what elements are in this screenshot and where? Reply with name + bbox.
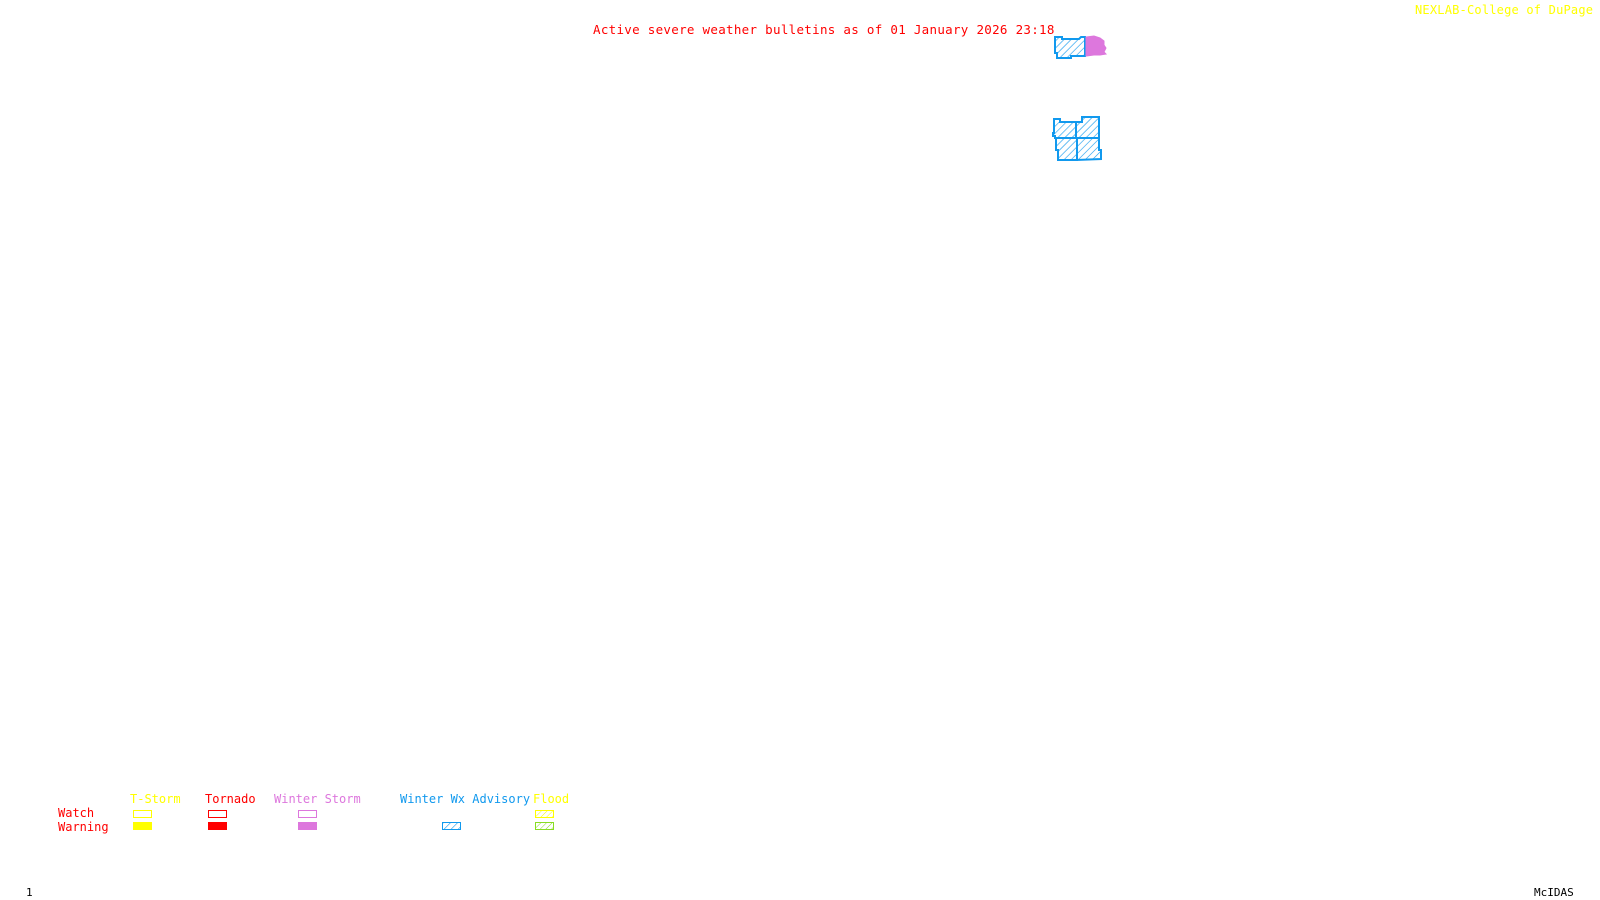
legend	[133, 810, 554, 830]
winter-wx-advisory-warning-swatch	[442, 822, 461, 830]
software-label: McIDAS	[1534, 886, 1574, 899]
winter-storm-warning-swatch	[298, 822, 317, 830]
tornado-warning-swatch	[208, 822, 227, 830]
tstorm-watch-swatch	[133, 810, 152, 818]
credit-label: NEXLAB-College of DuPage	[1415, 3, 1594, 17]
map-title: Active severe weather bulletins as of 01…	[593, 22, 1055, 37]
frame-number: 1	[26, 886, 33, 899]
tornado-watch-swatch	[208, 810, 227, 818]
flood-warning-swatch	[535, 822, 554, 830]
credit-text: NEXLAB-College of DuPage ↙	[1415, 3, 1600, 17]
legend-flood-label: Flood	[533, 792, 570, 806]
legend-tstorm-label: T-Storm	[130, 792, 181, 806]
legend-warning-row-label: Warning	[58, 820, 109, 834]
winter-wx-advisory-area-north[interactable]	[1054, 36, 1086, 59]
winter-storm-warning-area-north[interactable]	[1085, 35, 1108, 57]
tstorm-warning-swatch	[133, 822, 152, 830]
legend-tornado-label: Tornado	[205, 792, 256, 806]
legend-winter-wx-advisory-label: Winter Wx Advisory	[400, 792, 531, 806]
legend-winter-storm-label: Winter Storm	[274, 792, 361, 806]
legend-watch-row-label: Watch	[58, 806, 95, 820]
flood-watch-swatch	[535, 810, 554, 818]
winter-storm-watch-swatch	[298, 810, 317, 818]
winter-wx-advisory-area-south[interactable]	[1052, 116, 1102, 162]
